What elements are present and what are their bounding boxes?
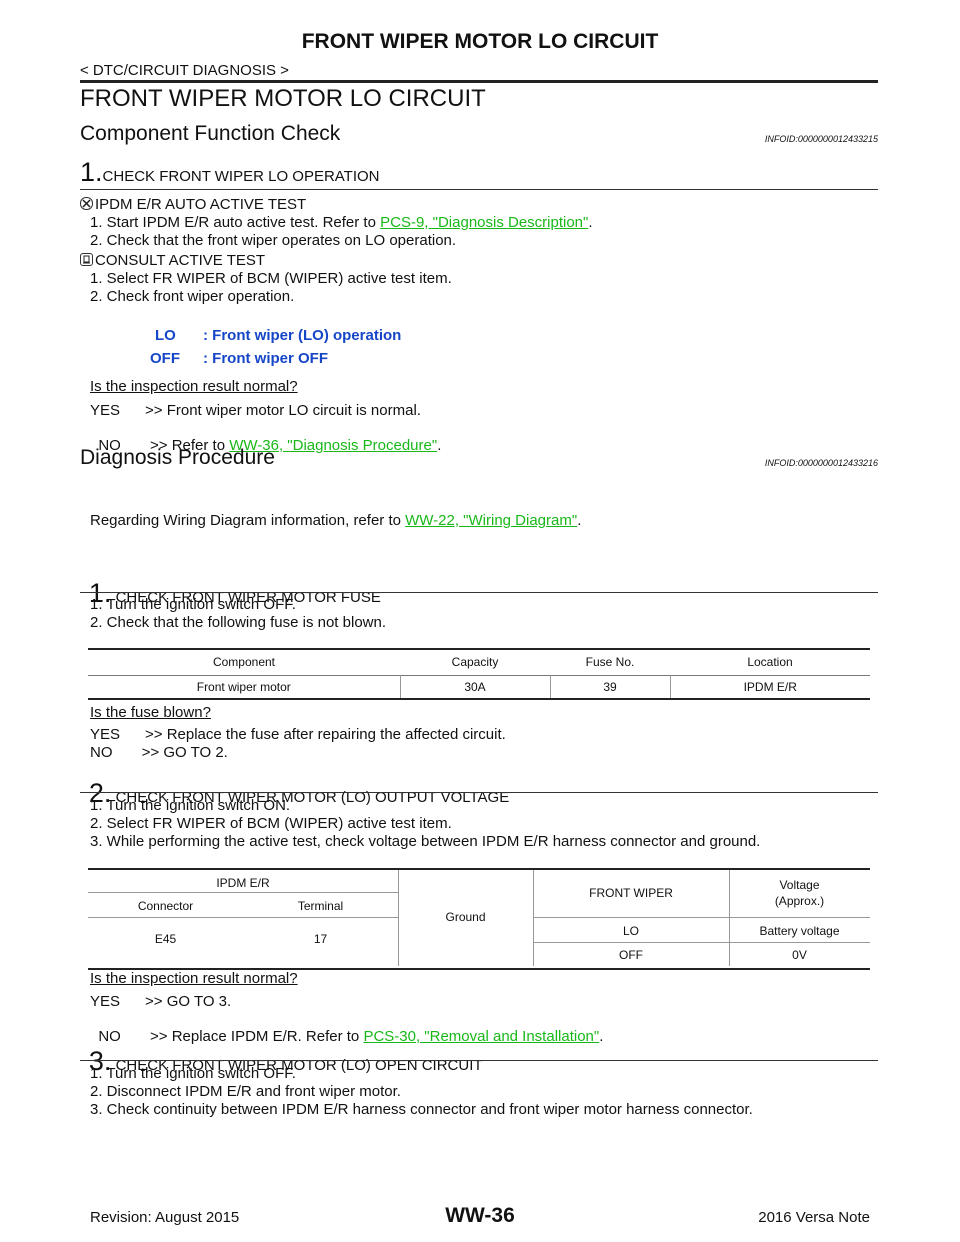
ipdm-test-heading: IPDM E/R AUTO ACTIVE TEST: [80, 196, 306, 213]
section-title-component-check: Component Function Check: [80, 122, 341, 145]
step-3-line-2: 2. Disconnect IPDM E/R and front wiper m…: [90, 1083, 401, 1100]
step-divider: [80, 189, 878, 190]
voltage-header: Voltage: [779, 878, 820, 892]
footer-revision: Revision: August 2015: [90, 1209, 240, 1226]
voltage-lo: Battery voltage: [759, 924, 840, 938]
spec-off-key: OFF: [150, 350, 180, 367]
step-2-line-2: 2. Select FR WIPER of BCM (WIPER) active…: [90, 815, 452, 832]
table-row: Front wiper motor 30A 39 IPDM E/R: [88, 675, 870, 699]
header-divider: [80, 80, 878, 83]
table-header-row: Component Capacity Fuse No. Location: [88, 649, 870, 675]
connector-header: Connector: [137, 899, 194, 913]
step-1-line-1: 1. Turn the ignition switch OFF.: [90, 596, 296, 613]
voltage-table: IPDM E/R Connector Terminal E45 17 Groun…: [88, 868, 870, 970]
footer-model: 2016 Versa Note: [758, 1209, 870, 1226]
terminal-value: 17: [313, 932, 328, 946]
ipdm-header: IPDM E/R: [216, 876, 270, 890]
step-2-answer-yes: YES >> GO TO 3.: [90, 993, 232, 1010]
link-pcs-9[interactable]: PCS-9, "Diagnosis Description": [380, 214, 589, 231]
link-ww-36[interactable]: WW-36, "Diagnosis Procedure": [229, 437, 438, 454]
front-wiper-header: FRONT WIPER: [589, 886, 673, 900]
section-title-diagnosis: Diagnosis Procedure: [80, 446, 275, 469]
voltage-question: Is the inspection result normal?: [90, 970, 298, 987]
link-ww-22[interactable]: WW-22, "Wiring Diagram": [405, 512, 578, 529]
consult-step-2: 2. Check front wiper operation.: [90, 288, 295, 305]
consult-step-1: 1. Select FR WIPER of BCM (WIPER) active…: [90, 270, 452, 287]
step-3-divider: [80, 1060, 878, 1061]
approx-header: (Approx.): [774, 894, 825, 908]
ground-header: Ground: [445, 910, 486, 924]
step-label: CHECK FRONT WIPER LO OPERATION: [102, 168, 380, 185]
step-2-line-3: 3. While performing the active test, che…: [90, 833, 761, 850]
terminal-header: Terminal: [297, 899, 344, 913]
answer-no: NO >> Refer to WW-36, "Diagnosis Procedu…: [98, 437, 442, 454]
condition-lo: LO: [622, 924, 639, 938]
ipdm-test-icon: [80, 197, 93, 210]
step-3-heading: 3. CHECK FRONT WIPER MOTOR (LO) OPEN CIR…: [88, 1046, 483, 1076]
wiring-reference: Regarding Wiring Diagram information, re…: [90, 512, 582, 529]
condition-off: OFF: [619, 948, 643, 962]
ipdm-step-2: 2. Check that the front wiper operates o…: [90, 232, 457, 249]
step-2-divider: [80, 792, 878, 793]
answer-yes: YES >> Front wiper motor LO circuit is n…: [90, 402, 421, 419]
step-1-divider: [80, 592, 878, 593]
fuse-question: Is the fuse blown?: [90, 704, 211, 721]
spec-lo-key: LO: [155, 327, 176, 344]
link-pcs-30[interactable]: PCS-30, "Removal and Installation": [363, 1028, 600, 1045]
step-1-line-2: 2. Check that the following fuse is not …: [90, 614, 387, 631]
consult-icon: [80, 253, 93, 266]
page-number: WW-36: [445, 1204, 515, 1227]
step-2-heading: 2. CHECK FRONT WIPER MOTOR (LO) OUTPUT V…: [88, 778, 510, 808]
infoid-diagnosis: INFOID:0000000012433216: [764, 458, 878, 468]
fuse-table: Component Capacity Fuse No. Location Fro…: [88, 648, 870, 700]
infoid-component-check: INFOID:0000000012433215: [764, 134, 878, 144]
step-1-answer-yes: YES >> Replace the fuse after repairing …: [90, 726, 506, 743]
page-title: FRONT WIPER MOTOR LO CIRCUIT: [80, 85, 486, 112]
step-heading: 1.CHECK FRONT WIPER LO OPERATION: [80, 157, 380, 188]
step-2-answer-no: NO >> Replace IPDM E/R. Refer to PCS-30,…: [98, 1028, 604, 1045]
step-3-line-1: 1. Turn the ignition switch OFF.: [90, 1065, 296, 1082]
step-1-heading: 1. CHECK FRONT WIPER MOTOR FUSE: [88, 578, 381, 608]
voltage-off: 0V: [792, 948, 807, 962]
inspection-question: Is the inspection result normal?: [90, 378, 298, 395]
page-header-title: FRONT WIPER MOTOR LO CIRCUIT: [301, 30, 659, 53]
breadcrumb: < DTC/CIRCUIT DIAGNOSIS >: [80, 62, 289, 79]
ipdm-step-1: 1. Start IPDM E/R auto active test. Refe…: [90, 214, 593, 231]
step-1-answer-no: NO >> GO TO 2.: [90, 744, 228, 761]
spec-lo-value: : Front wiper (LO) operation: [203, 327, 402, 344]
consult-test-heading: CONSULT ACTIVE TEST: [80, 252, 265, 269]
step-3-line-3: 3. Check continuity between IPDM E/R har…: [90, 1101, 753, 1118]
connector-value: E45: [154, 932, 177, 946]
step-2-line-1: 1. Turn the ignition switch ON.: [90, 797, 291, 814]
step-number: 1.: [80, 157, 103, 187]
spec-off-value: : Front wiper OFF: [203, 350, 328, 367]
